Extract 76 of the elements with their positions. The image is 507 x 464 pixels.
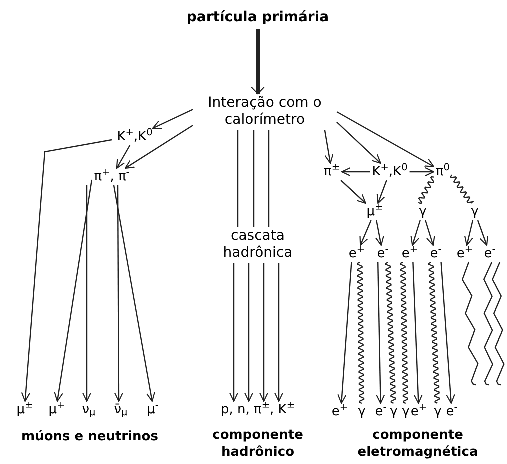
particle-label: μ$^{-}$ bbox=[147, 402, 159, 418]
particle-label: γ bbox=[434, 404, 442, 420]
arrow bbox=[410, 220, 421, 246]
arrow bbox=[412, 262, 423, 404]
particle-label: e$^{+}$ bbox=[332, 404, 348, 420]
arrow bbox=[116, 145, 131, 170]
particle-label: e$^{-}$ bbox=[446, 404, 458, 420]
arrow bbox=[244, 263, 254, 402]
particle-label: γ bbox=[358, 404, 366, 420]
particle-label: e$^{-}$ bbox=[377, 246, 389, 262]
particle-label: K$^{+}$,K$^{0}$ bbox=[117, 130, 153, 144]
component-label: componente eletromagnética bbox=[356, 427, 480, 461]
arrow bbox=[152, 109, 194, 130]
interaction-label: Interação com o calorímetro bbox=[195, 95, 335, 129]
zigzag-line bbox=[492, 262, 505, 386]
particle-label: μ$^{±}$ bbox=[16, 402, 34, 418]
arrow bbox=[338, 262, 352, 404]
particle-label: e$^{+}$ bbox=[402, 246, 418, 262]
particle-label: π$^{±}$ bbox=[324, 164, 340, 180]
arrow bbox=[464, 220, 474, 246]
particle-label: p, n, π$^{±}$, K$^{±}$ bbox=[221, 402, 295, 418]
arrow bbox=[341, 167, 370, 177]
particle-label: γ bbox=[419, 204, 427, 220]
arrow bbox=[54, 180, 93, 402]
wavy-line bbox=[428, 262, 440, 404]
wavy-line bbox=[386, 262, 396, 404]
particle-label: μ$^{+}$ bbox=[48, 402, 66, 418]
particle-label: γ bbox=[390, 404, 398, 420]
arrow bbox=[21, 139, 112, 402]
arrow bbox=[375, 220, 384, 246]
particle-label: ν̄$_{μ}$ bbox=[114, 402, 128, 418]
particle-label: e$^{-}$ bbox=[484, 246, 496, 262]
arrow bbox=[259, 263, 269, 402]
arrow bbox=[82, 186, 92, 402]
zigzag-line bbox=[462, 262, 479, 386]
component-label: múons e neutrinos bbox=[22, 428, 158, 446]
particle-label: π$^{+}$, π$^{-}$ bbox=[94, 170, 130, 184]
particle-label: ν$_{μ}$ bbox=[82, 402, 96, 418]
particle-label: γ bbox=[471, 204, 479, 220]
arrow bbox=[410, 167, 435, 177]
arrow bbox=[324, 130, 334, 164]
particle-label: e$^{+}$ bbox=[348, 246, 366, 262]
connector-line bbox=[268, 130, 270, 227]
zigzag-line bbox=[483, 262, 494, 386]
arrow bbox=[274, 263, 284, 402]
particle-label: μ$^{±}$ bbox=[366, 204, 384, 220]
arrow bbox=[360, 220, 372, 246]
particle-label: e$^{+}$ bbox=[456, 246, 474, 262]
arrow bbox=[336, 111, 435, 168]
arrow bbox=[113, 185, 156, 402]
wavy-line bbox=[400, 262, 408, 404]
component-label: componente hadrônico bbox=[212, 427, 304, 461]
connector-line bbox=[237, 130, 239, 227]
arrow bbox=[124, 125, 194, 170]
particle-label: e$^{+}$ bbox=[410, 404, 428, 420]
arrow bbox=[340, 180, 366, 204]
arrow bbox=[229, 263, 239, 402]
particle-label: e$^{-}$ bbox=[430, 246, 442, 262]
particle-label: K$^{+}$,K$^{0}$ bbox=[372, 164, 408, 180]
arrow bbox=[251, 30, 265, 95]
cascade-label: cascata hadrônica bbox=[213, 228, 303, 262]
primary-particle-label: partícula primária bbox=[186, 8, 330, 28]
wavy-line bbox=[357, 262, 365, 404]
wavy-line bbox=[418, 176, 434, 204]
particle-label: γ bbox=[402, 404, 410, 420]
arrow bbox=[440, 262, 456, 404]
arrow bbox=[477, 220, 488, 246]
arrow bbox=[376, 180, 388, 204]
particle-label: e$^{-}$ bbox=[375, 404, 387, 420]
connector-line bbox=[253, 130, 255, 227]
wavy-line bbox=[450, 174, 475, 204]
arrow bbox=[336, 122, 382, 164]
arrow bbox=[425, 220, 436, 246]
particle-label: π$^{0}$ bbox=[436, 164, 450, 180]
arrow bbox=[376, 262, 386, 404]
arrow bbox=[114, 186, 124, 402]
